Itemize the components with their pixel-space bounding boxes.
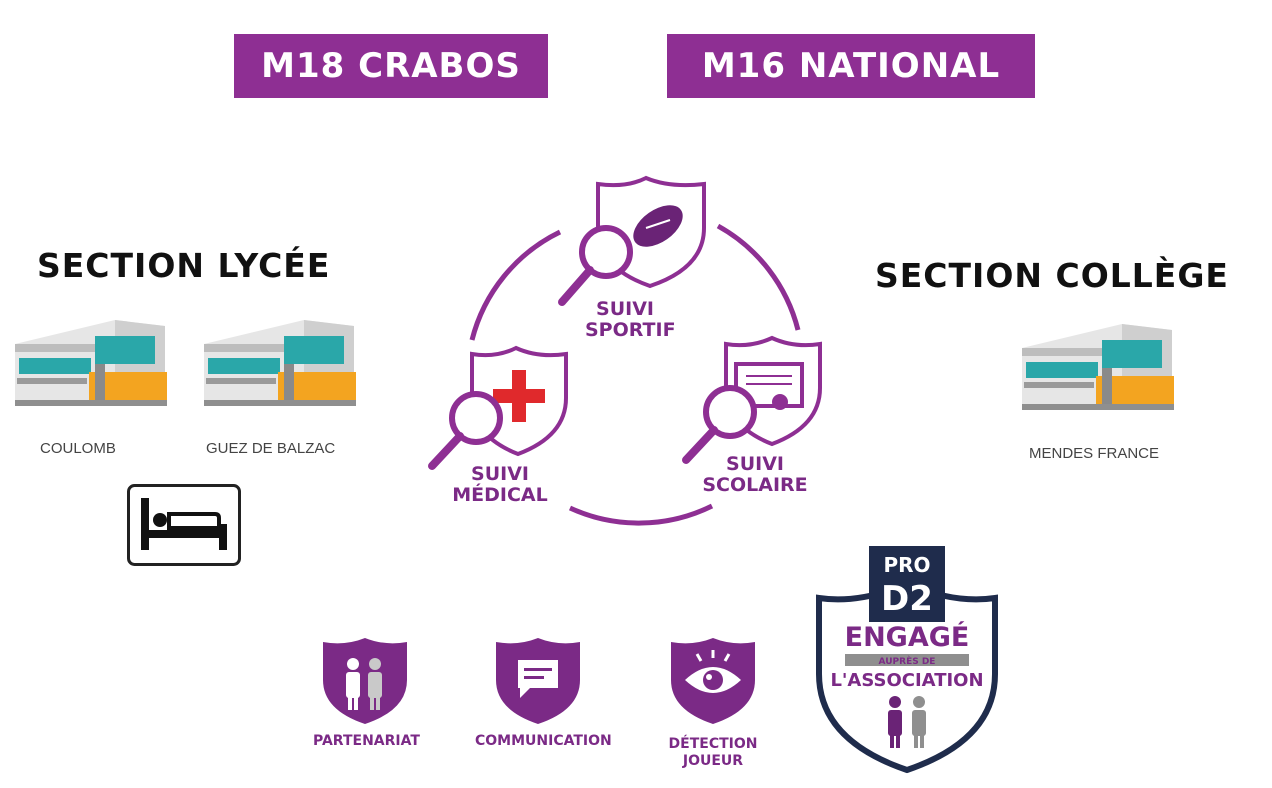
school-label-coulomb: COULOMB (40, 440, 116, 457)
suivi-sportif-icon (558, 175, 706, 306)
suivi-scolaire-icon (682, 335, 822, 464)
school-label-mendes-france: MENDES FRANCE (1029, 445, 1160, 462)
suivi-medical-label: SUIVI MÉDICAL (450, 464, 550, 506)
badge-aupres-text: AUPRÈS DE (879, 655, 936, 667)
suivi-scolaire-line2: SCOLAIRE (702, 474, 808, 496)
suivi-sportif-label: SUIVI SPORTIF (585, 298, 676, 341)
m18-crabos-label: M18 CRABOS (261, 46, 521, 86)
section-college-title: SECTION COLLÈGE (875, 256, 1229, 295)
suivi-scolaire-line1: SUIVI (726, 453, 784, 475)
detection-line2: JOUEUR (682, 753, 744, 769)
building-icon-mendes-france (1022, 324, 1174, 410)
m16-national-banner: M16 NATIONAL (667, 34, 1035, 98)
detection-line1: DÉTECTION (668, 736, 758, 752)
bed-icon (127, 484, 241, 566)
badge-pro-text: PRO (883, 553, 930, 577)
building-icon-guez-de-balzac (204, 320, 356, 406)
school-label-guez-de-balzac: GUEZ DE BALZAC (206, 440, 336, 457)
badge-association-text: L'ASSOCIATION (830, 670, 983, 691)
pro-d2-engage-badge: PRO D2 ENGAGÉ AUPRÈS DE L'ASSOCIATION (816, 546, 998, 774)
building-icon-coulomb (15, 320, 167, 406)
communication-label: COMMUNICATION (475, 733, 612, 749)
badge-d2-text: D2 (881, 579, 933, 619)
detection-joueur-label: DÉTECTION JOUEUR (668, 736, 758, 770)
suivi-cycle-diagram (428, 175, 822, 526)
communication-icon (496, 638, 580, 724)
m18-crabos-banner: M18 CRABOS (234, 34, 548, 98)
suivi-scolaire-label: SUIVI SCOLAIRE (700, 454, 810, 496)
partenariat-icon (323, 638, 407, 724)
badge-engage-text: ENGAGÉ (845, 621, 970, 653)
suivi-medical-line2: MÉDICAL (452, 484, 548, 506)
suivi-medical-icon (428, 345, 568, 470)
suivi-sportif-line2: SPORTIF (585, 319, 676, 341)
m16-national-label: M16 NATIONAL (701, 46, 1001, 86)
cycle-arc-bottom (568, 503, 714, 526)
suivi-medical-line1: SUIVI (471, 463, 529, 485)
cycle-arc-left (469, 229, 562, 341)
partenariat-label: PARTENARIAT (313, 733, 420, 749)
cycle-arc-right (716, 223, 801, 331)
section-lycee-title: SECTION LYCÉE (37, 246, 331, 285)
detection-eye-icon (671, 638, 755, 724)
suivi-sportif-line1: SUIVI (596, 298, 654, 320)
